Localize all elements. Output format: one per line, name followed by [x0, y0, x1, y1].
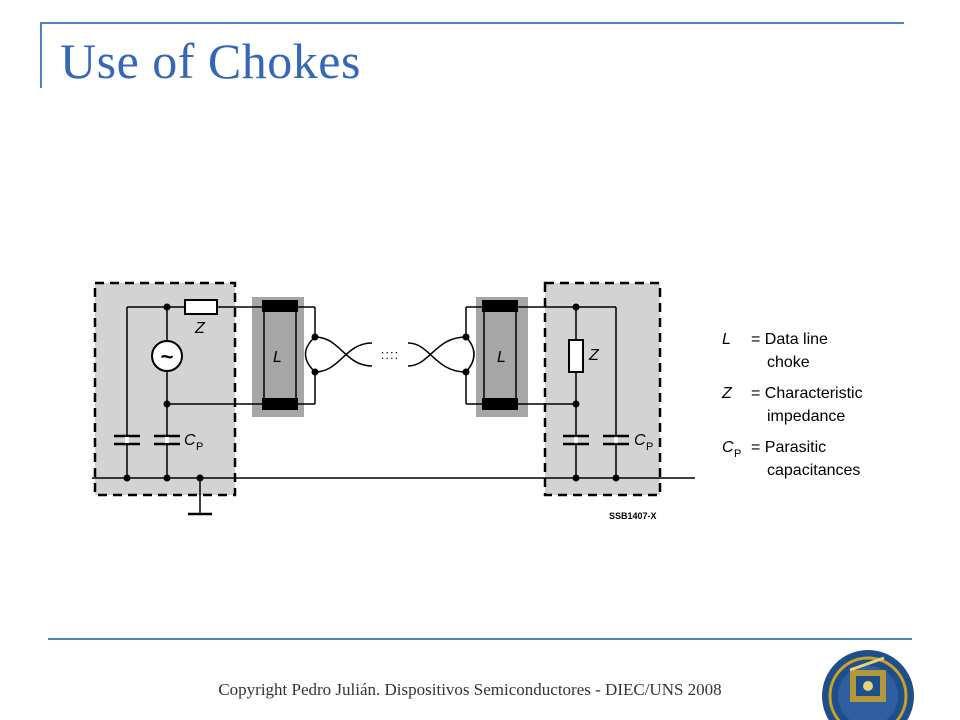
left-choke-core-bottom [262, 398, 298, 410]
ac-source-icon [151, 340, 183, 372]
legend-cp-symbol: C [722, 439, 734, 456]
right-choke-core-top [482, 300, 518, 312]
left-z-label: Z [194, 320, 206, 337]
left-l-label: L [273, 349, 282, 366]
right-cp-subscript: P [646, 441, 653, 453]
right-choke-core-bottom [482, 398, 518, 410]
footer-rule [48, 638, 912, 640]
legend-cp-line1: = Parasitic [751, 439, 826, 456]
university-seal-icon [822, 650, 914, 720]
legend-z-line1: = Characteristic [751, 385, 863, 402]
slide-title: Use of Chokes [60, 33, 361, 89]
footer-copyright: Copyright Pedro Julián. Dispositivos Sem… [218, 680, 722, 699]
line-continuation-dots: :::: [381, 347, 399, 362]
right-impedance-resistor [568, 339, 584, 373]
legend-l-symbol: L [722, 331, 731, 348]
legend-cp-line2: capacitances [767, 462, 860, 479]
header-rule [40, 22, 904, 24]
legend-z-line2: impedance [767, 408, 845, 425]
figure-id: SSB1407-X [609, 511, 657, 521]
left-cp-subscript: P [196, 441, 203, 453]
left-cp-label: C [184, 432, 196, 449]
legend-l-line1: = Data line [751, 331, 828, 348]
left-impedance-resistor [184, 299, 218, 315]
ac-source-label: ~ [161, 344, 174, 369]
right-z-label: Z [588, 347, 600, 364]
legend-cp-subscript: P [734, 448, 741, 460]
right-cp-label: C [634, 432, 646, 449]
left-equipment-box [93, 281, 237, 497]
legend-l-line2: choke [767, 354, 810, 371]
junction-dots [123, 303, 620, 482]
right-equipment-box [543, 281, 662, 497]
legend-z-symbol: Z [721, 385, 733, 402]
header-side-rule [40, 22, 42, 88]
left-choke-core-top [262, 300, 298, 312]
legend: L = Data line choke Z = Characteristic i… [721, 331, 863, 479]
right-l-label: L [497, 349, 506, 366]
